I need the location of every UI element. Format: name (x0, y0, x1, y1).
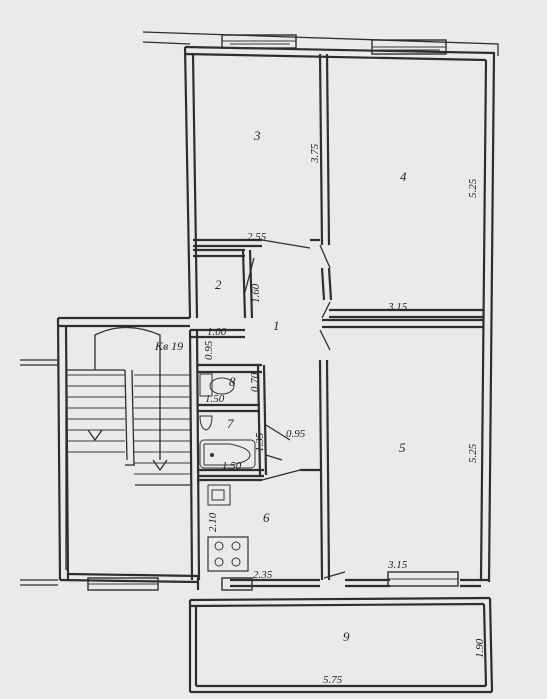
dim-wc-height: 0.70 (249, 372, 261, 392)
room-2-label: 2 (215, 277, 222, 292)
apartment-label: Кв 19 (154, 339, 183, 353)
dim-balcony-height: 1.90 (474, 638, 486, 658)
room-7-label: 7 (227, 416, 234, 431)
room-4-label: 4 (400, 169, 407, 184)
dimension-labels: 3.75 2.55 5.25 3.15 1.60 1.00 0.95 0.70 … (203, 143, 486, 686)
dim-room5-height: 5.25 (467, 443, 479, 463)
dim-room3-width: 2.55 (247, 231, 267, 243)
room-3-label: 3 (253, 128, 261, 143)
interior-walls (188, 53, 484, 581)
dim-hall-width: 1.00 (207, 326, 227, 338)
windows (87, 34, 459, 591)
dim-bath-height: 1.35 (254, 432, 266, 452)
dim-room4-width: 3.15 (387, 301, 408, 313)
room-1-label: 1 (273, 318, 280, 333)
balcony (188, 596, 494, 694)
dim-kitchen-height: 2.10 (207, 512, 219, 532)
dim-kitchen-width: 2.35 (253, 569, 273, 581)
room-6-label: 6 (263, 510, 270, 525)
dim-balcony-width: 5.75 (323, 674, 343, 686)
dim-hall-height: 0.95 (203, 340, 215, 360)
dim-door-gap: 0.95 (286, 428, 306, 440)
dim-room5-width: 3.15 (387, 559, 408, 571)
dim-room3-height: 3.75 (309, 143, 321, 164)
room-5-label: 5 (399, 440, 406, 455)
room-labels: 3 4 2 1 8 7 5 6 9 Кв 19 (154, 128, 407, 644)
room-8-label: 8 (229, 374, 236, 389)
fixtures (199, 373, 256, 572)
dim-bath-width: 1.50 (222, 460, 242, 472)
dim-wc-width: 1.50 (205, 393, 225, 405)
staircase (65, 326, 190, 570)
room-9-label: 9 (343, 629, 350, 644)
dim-room2-height: 1.60 (250, 283, 262, 303)
dim-room4-height: 5.25 (467, 178, 479, 198)
